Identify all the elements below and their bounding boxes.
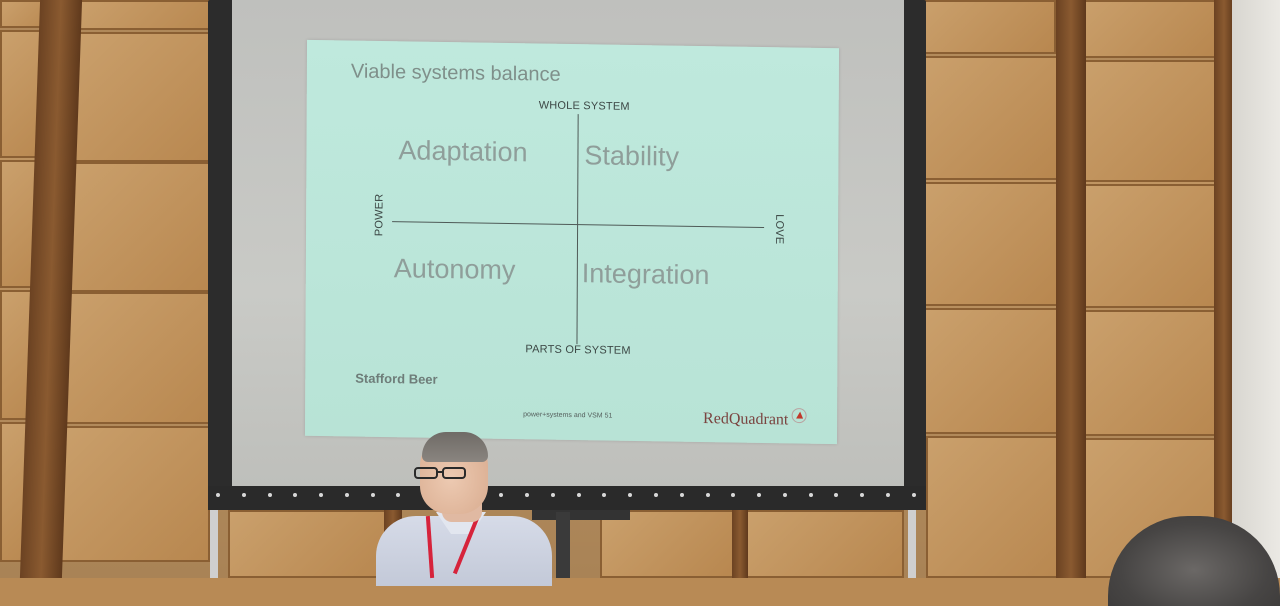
wood-panel — [1082, 310, 1226, 436]
grommet — [216, 493, 220, 497]
quadrant-bottom-left: Autonomy — [393, 253, 516, 286]
quadrant-bottom-right: Integration — [581, 258, 710, 291]
projector-stand — [556, 512, 570, 578]
grommet — [241, 493, 246, 497]
grommet — [782, 493, 787, 497]
wood-panel — [70, 32, 220, 162]
screen-grommets — [216, 493, 916, 501]
grommet — [885, 493, 890, 497]
wood-panel — [924, 308, 1064, 434]
grommet — [628, 493, 633, 497]
wood-panel — [920, 56, 1058, 180]
wood-post — [1214, 0, 1234, 578]
wood-panel — [1078, 60, 1220, 182]
grommet — [911, 493, 916, 497]
grommet — [344, 493, 349, 497]
wood-post — [1056, 0, 1086, 578]
slide-author: Stafford Beer — [355, 370, 438, 387]
grommet — [679, 493, 684, 497]
wood-panel — [58, 292, 216, 424]
grommet — [808, 493, 813, 497]
screen-leg-right — [908, 510, 916, 578]
stand-head — [532, 510, 630, 520]
grommet — [757, 493, 762, 497]
wood-panel — [228, 510, 388, 578]
wood-panel — [1076, 0, 1216, 58]
vertical-axis — [576, 114, 579, 345]
wood-panel — [72, 0, 220, 30]
screen-frame-bottom — [208, 486, 926, 510]
grommet — [499, 493, 504, 497]
grommet — [705, 493, 710, 497]
slide-footer: power+systems and VSM 51 — [523, 411, 613, 420]
wood-panel — [600, 510, 736, 578]
speaker-person — [372, 432, 556, 586]
wood-panel — [744, 510, 904, 578]
grommet — [860, 493, 865, 497]
brand-logo-icon — [791, 408, 807, 424]
grommet — [396, 493, 401, 497]
presentation-slide: Viable systems balance WHOLE SYSTEM PART… — [304, 39, 840, 445]
grommet — [602, 493, 607, 497]
grommet — [834, 493, 839, 497]
quadrant-top-right: Stability — [584, 140, 680, 172]
axis-label-left: POWER — [373, 193, 386, 237]
brand-name: RedQuadrant — [703, 410, 789, 429]
grommet — [654, 493, 659, 497]
axis-label-right: LOVE — [773, 214, 786, 245]
grommet — [576, 493, 581, 497]
wood-panel — [926, 436, 1068, 578]
wood-panel — [922, 182, 1060, 306]
grommet — [293, 493, 298, 497]
grommet — [319, 493, 324, 497]
quadrant-top-left: Adaptation — [398, 135, 528, 168]
grommet — [731, 493, 736, 497]
glasses-icon — [414, 467, 466, 479]
grommet — [550, 493, 555, 497]
wood-panel — [1080, 184, 1222, 308]
wood-panel — [50, 426, 210, 562]
screen-leg-left — [210, 510, 218, 578]
slide-title: Viable systems balance — [350, 60, 561, 86]
speaker-hair — [422, 432, 488, 462]
axis-label-bottom: PARTS OF SYSTEM — [525, 343, 631, 357]
wood-panel — [920, 0, 1056, 54]
grommet — [370, 493, 375, 497]
axis-label-top: WHOLE SYSTEM — [538, 99, 630, 113]
grommet — [525, 493, 530, 497]
grommet — [267, 493, 272, 497]
wood-panel — [64, 162, 218, 292]
white-wall — [1232, 0, 1280, 578]
wood-post — [732, 510, 748, 578]
